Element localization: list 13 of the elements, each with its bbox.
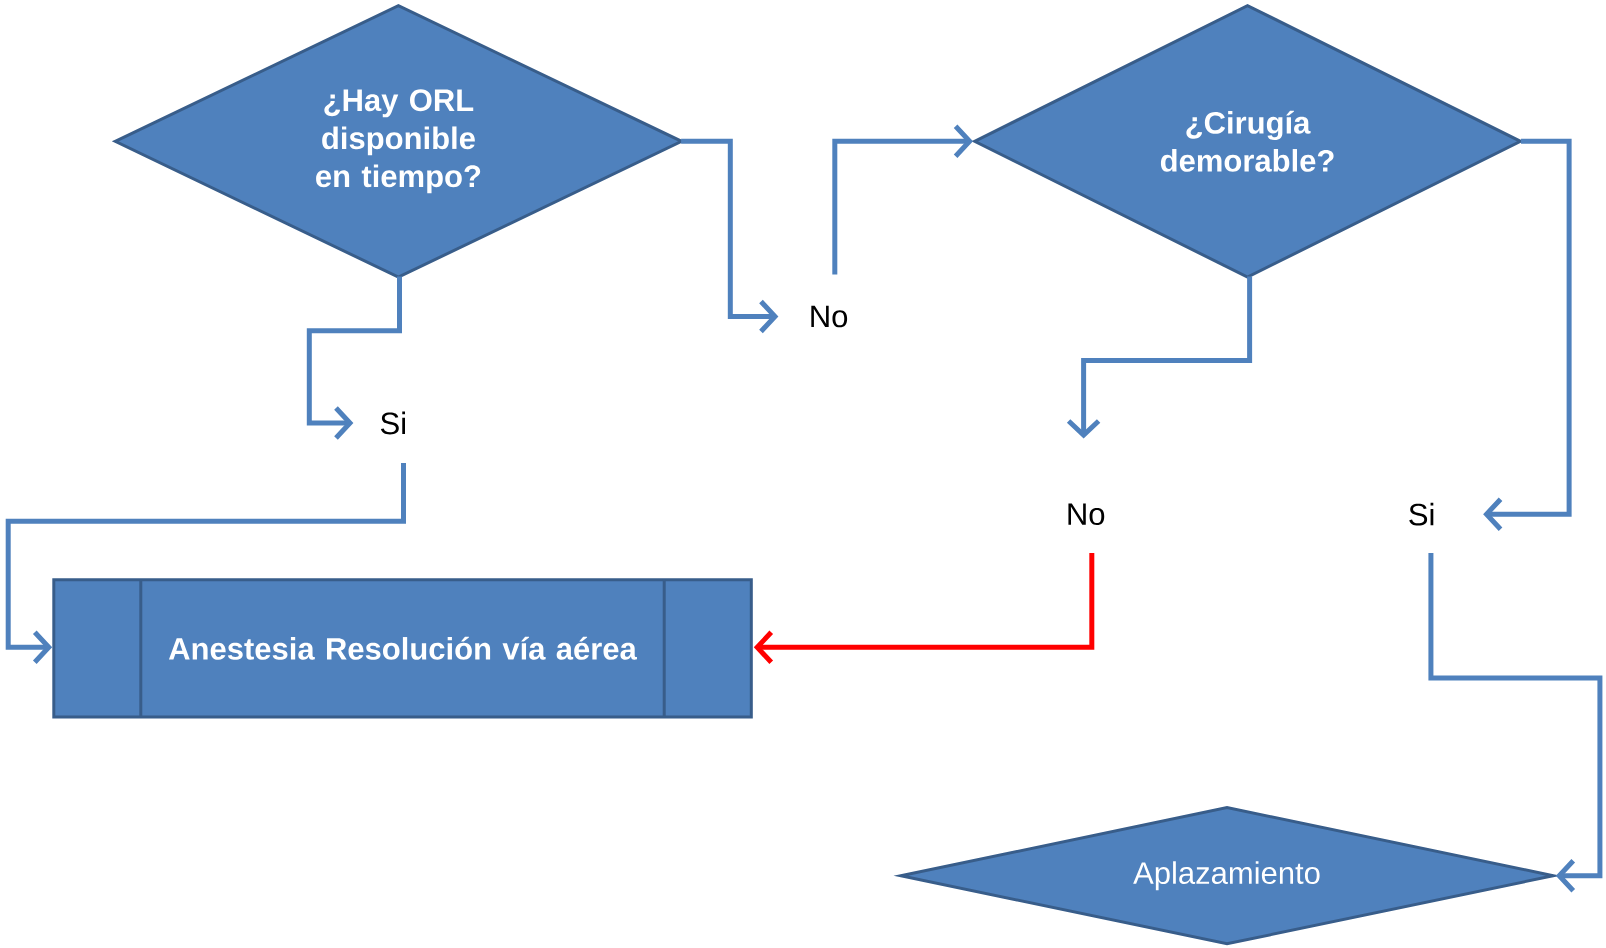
arrow xyxy=(681,138,779,334)
arrow xyxy=(1483,138,1572,531)
arrow xyxy=(1066,276,1253,439)
process-box: Anestesia Resolución vía aérea xyxy=(52,578,753,719)
arrow xyxy=(5,463,406,664)
answer-label: No xyxy=(1068,503,1105,525)
arrow xyxy=(753,553,1095,664)
arrow xyxy=(306,276,402,440)
arrow xyxy=(832,124,973,275)
answer-label: Si xyxy=(1409,502,1434,526)
arrow xyxy=(1428,553,1603,893)
answer-label: No xyxy=(811,305,848,328)
answer-label: Si xyxy=(380,411,405,435)
